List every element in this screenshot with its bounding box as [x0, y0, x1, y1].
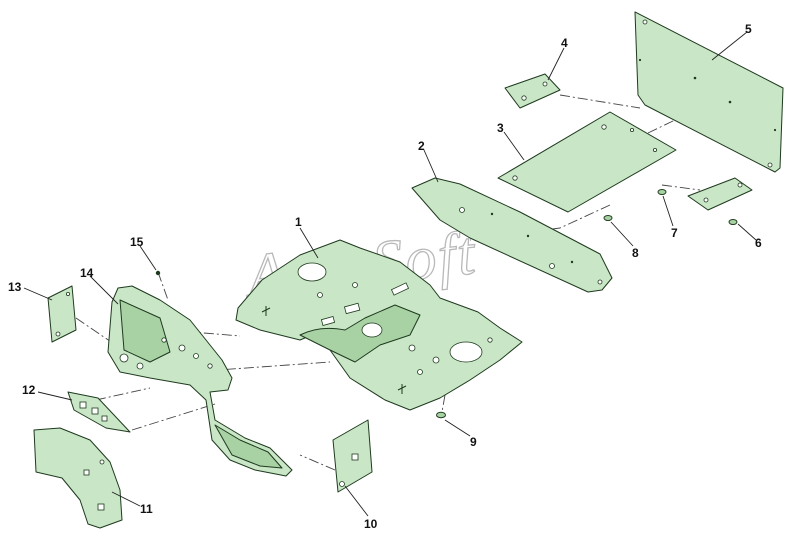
part-side-panel-13	[47, 285, 77, 343]
callout-9: 9	[470, 435, 477, 449]
part-front-panel-11	[33, 427, 123, 529]
callout-10: 10	[364, 517, 378, 531]
part-small-plate-6	[687, 177, 753, 211]
part-bracket-12	[67, 391, 131, 433]
part-main-floor-1	[235, 239, 523, 411]
callout-11: 11	[140, 502, 153, 516]
callout-7: 7	[671, 226, 678, 240]
callout-2: 2	[418, 139, 425, 153]
part-dash-panel-14	[107, 285, 293, 477]
callout-13: 13	[8, 280, 22, 294]
fasteners	[155, 189, 738, 419]
callout-5: 5	[745, 22, 752, 36]
callout-1: 1	[295, 215, 302, 229]
callout-3: 3	[497, 121, 504, 135]
part-floor-panel-3	[497, 111, 677, 213]
leader-lines	[23, 31, 757, 517]
callout-14: 14	[80, 266, 94, 280]
callout-15: 15	[130, 235, 144, 249]
part-small-plate-4	[504, 73, 561, 109]
part-side-panel-10	[332, 419, 373, 493]
part-rear-panel	[634, 11, 784, 173]
callout-labels: 1 2 3 4 5 6 7 8 9 10 11 12 13 14 15	[8, 22, 762, 531]
callout-4: 4	[561, 36, 568, 50]
part-tunnel-strip-2	[411, 177, 613, 293]
callout-8: 8	[632, 246, 639, 260]
callout-12: 12	[22, 383, 36, 397]
callout-6: 6	[755, 236, 762, 250]
